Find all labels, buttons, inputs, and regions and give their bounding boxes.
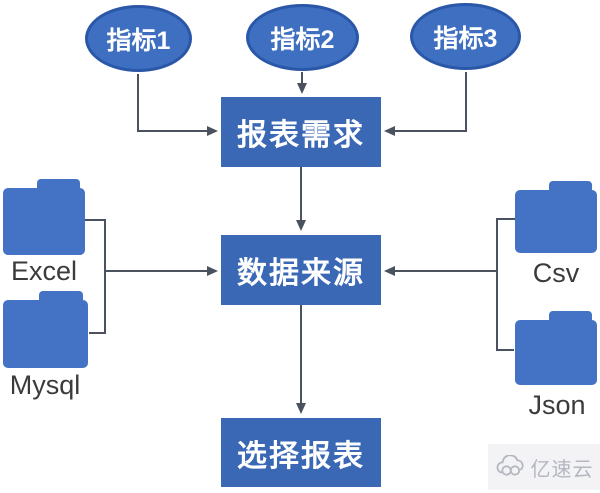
- json-label: Json: [528, 390, 586, 420]
- node-indicator-2-label: 指标2: [270, 25, 335, 54]
- cloud-logo-icon: [496, 455, 523, 476]
- node-indicator-1-label: 指标1: [106, 26, 171, 55]
- node-indicator-3: 指标3: [410, 3, 521, 70]
- node-indicator-3-label: 指标3: [433, 24, 498, 53]
- watermark: 亿速云: [488, 444, 600, 490]
- mysql-label: Mysql: [9, 370, 81, 400]
- node-select-report: 选择报表: [221, 418, 381, 487]
- node-indicator-2: 指标2: [246, 4, 359, 71]
- node-select-report-label: 选择报表: [237, 439, 365, 473]
- mysql-folder-icon: [3, 291, 88, 368]
- node-data-source: 数据来源: [221, 235, 381, 305]
- watermark-text: 亿速云: [530, 458, 594, 481]
- json-folder-icon: [515, 311, 597, 385]
- csv-label: Csv: [532, 258, 580, 288]
- node-data-source-label: 数据来源: [237, 257, 365, 290]
- excel-folder-icon: [3, 179, 85, 255]
- csv-folder-icon: [515, 181, 597, 253]
- node-indicator-1: 指标1: [85, 5, 192, 72]
- excel-label: Excel: [10, 256, 78, 286]
- node-report-demand: 报表需求: [221, 97, 381, 167]
- node-report-demand-label: 报表需求: [237, 119, 365, 152]
